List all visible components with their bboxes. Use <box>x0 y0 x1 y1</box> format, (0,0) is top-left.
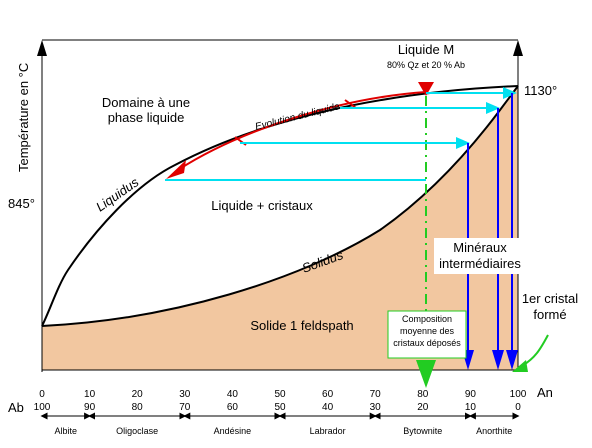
mineral-name: Bytownite <box>403 426 442 436</box>
ab-tick-label: 50 <box>274 402 286 413</box>
an-tick-label: 10 <box>84 389 96 400</box>
left-axis-arrow-icon <box>37 40 47 56</box>
composition-line2: moyenne des <box>400 326 455 336</box>
solidus-curve <box>41 85 519 327</box>
mineral-name: Oligoclase <box>116 426 158 436</box>
ab-tick-label: 0 <box>515 402 521 413</box>
an-tick-label: 80 <box>417 389 429 400</box>
intermediate-line2: intermédiaires <box>439 256 521 271</box>
liquid-region-line2: phase liquide <box>108 110 185 125</box>
liquid-m-title: Liquide M <box>398 42 454 57</box>
solid-region-label: Solide 1 feldspath <box>250 318 353 333</box>
tie-line-arrow-icon <box>486 102 500 114</box>
temp-high-label: 1130° <box>524 83 557 98</box>
an-tick-label: 40 <box>227 389 239 400</box>
intermediate-box <box>434 238 528 274</box>
ab-axis-label: Ab <box>8 400 24 415</box>
evolution-arrow <box>177 91 427 171</box>
first-crystal-line2: formé <box>533 307 566 322</box>
y-axis-title: Température en °C <box>16 63 31 172</box>
an-tick-label: 50 <box>274 389 286 400</box>
liquid-region-line1: Domaine à une <box>102 95 190 110</box>
right-axis-arrow-icon <box>513 40 523 56</box>
ab-tick-label: 70 <box>179 402 191 413</box>
ab-tick-label: 20 <box>417 402 429 413</box>
evolution-label: Evolution du liquide <box>254 101 341 133</box>
an-tick-label: 70 <box>370 389 382 400</box>
an-axis-label: An <box>537 385 553 400</box>
mineral-name: Andésine <box>214 426 252 436</box>
ab-tick-label: 100 <box>34 402 51 413</box>
mineral-name: Anorthite <box>476 426 512 436</box>
composition-box <box>387 310 467 359</box>
an-tick-label: 30 <box>179 389 191 400</box>
ab-tick-label: 60 <box>227 402 239 413</box>
mineral-name: Albite <box>55 426 78 436</box>
evolution-tick <box>344 99 357 109</box>
mineral-ranges: Albite Oligoclase Andésine Labrador Bytownit… <box>40 412 520 436</box>
liquid-m-arrowhead-icon <box>418 82 434 96</box>
mineral-name: Labrador <box>310 426 346 436</box>
composition-line3: cristaux déposés <box>393 338 461 348</box>
ab-tick-label: 80 <box>132 402 144 413</box>
temp-low-label: 845° <box>8 196 35 211</box>
composition-line1: Composition <box>402 314 452 324</box>
solid-region <box>42 86 518 370</box>
liquid-crystals-label: Liquide + cristaux <box>211 198 313 213</box>
first-crystal-line1: 1er cristal <box>522 291 578 306</box>
tie-line-arrow-icon <box>456 137 470 149</box>
blue-drop-arrow-icon <box>492 350 504 370</box>
ab-tick-label: 10 <box>465 402 477 413</box>
tie-line-arrow-icon <box>503 87 517 99</box>
ab-tick-label: 90 <box>84 402 96 413</box>
evolution-arrowhead-icon <box>166 160 186 179</box>
an-tick-label: 100 <box>510 389 527 400</box>
an-tick-label: 90 <box>465 389 477 400</box>
an-tick-label: 0 <box>39 389 45 400</box>
composition-arrow-icon <box>416 360 436 388</box>
liquidus-curve <box>41 85 519 327</box>
an-tick-label: 20 <box>132 389 144 400</box>
intermediate-line1: Minéraux <box>453 240 507 255</box>
liquid-m-subtitle: 80% Qz et 20 % Ab <box>387 60 465 70</box>
blue-drop-arrow-icon <box>506 350 518 370</box>
ab-tick-label: 30 <box>370 402 382 413</box>
first-crystal-arrow-icon <box>512 360 528 372</box>
ab-tick-label: 40 <box>322 402 334 413</box>
an-tick-label: 60 <box>322 389 334 400</box>
